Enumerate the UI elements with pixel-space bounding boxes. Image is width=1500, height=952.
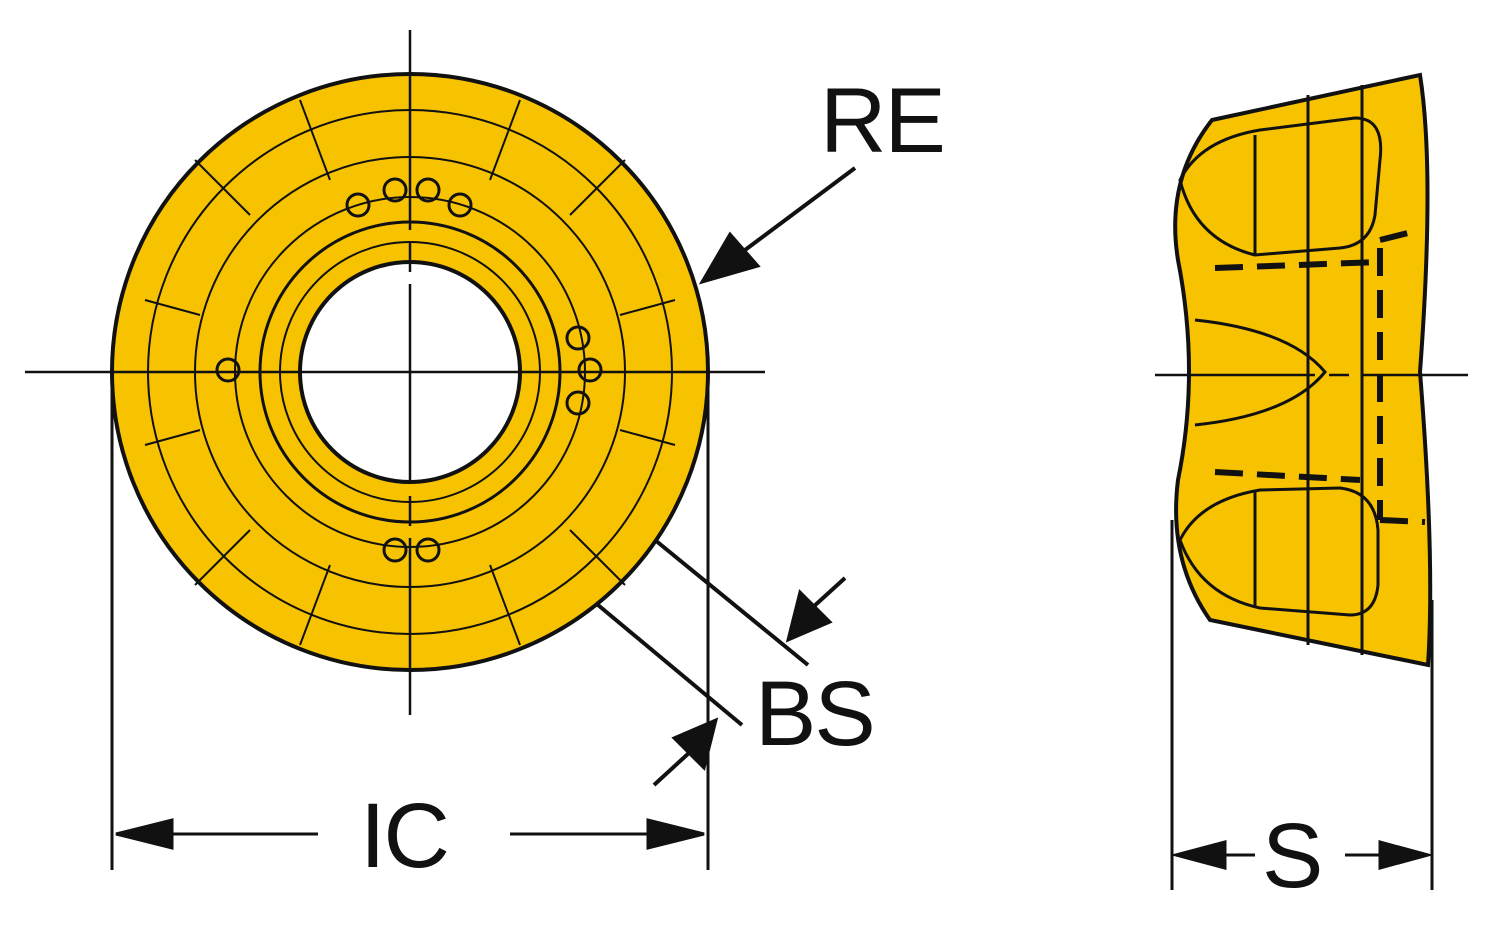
- bs-arrow-top: [785, 589, 833, 643]
- label-bs: BS: [755, 663, 876, 765]
- s-arrow-right: [1378, 840, 1434, 870]
- label-s: S: [1262, 805, 1323, 907]
- ic-arrow-left: [115, 818, 174, 850]
- front-view: [25, 30, 857, 870]
- side-view: [1155, 72, 1468, 890]
- label-ic: IC: [360, 785, 450, 887]
- bs-arrow-bottom: [671, 717, 719, 771]
- re-arrow: [698, 231, 761, 285]
- s-arrow-left: [1170, 840, 1227, 870]
- ic-arrow-right: [646, 818, 705, 850]
- label-re: RE: [820, 70, 946, 172]
- coolant-holes: [215, 177, 603, 563]
